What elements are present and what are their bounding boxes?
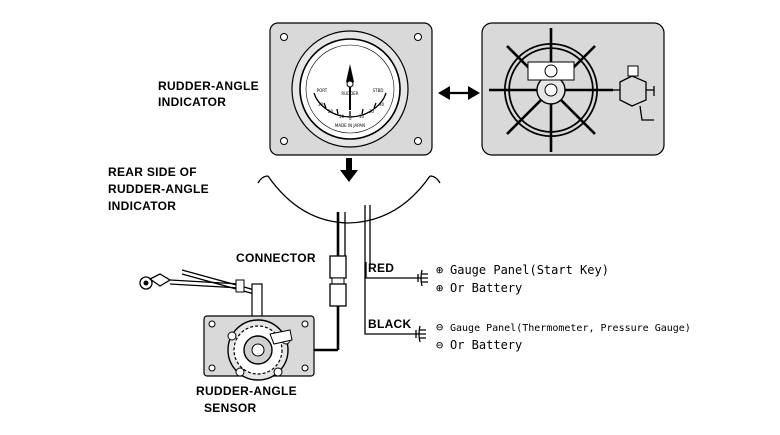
positive-symbol: ⊕ [436, 263, 443, 277]
mount-hole [208, 364, 216, 372]
gauge-dial: RUDDER PORT STBD 30 20 10 0 10 20 30 MAD… [291, 30, 409, 148]
rear-side-label-line3: INDICATOR [108, 199, 176, 213]
connector-label: CONNECTOR [236, 251, 316, 265]
scale-label: 10 [339, 114, 345, 119]
scale-label: 10 [359, 114, 365, 119]
scale-label: 20 [328, 109, 334, 114]
rear-gauge-body [612, 65, 655, 121]
gauge-text-top: RUDDER [341, 91, 358, 96]
negative-symbol-2: ⊖ [436, 338, 443, 352]
sensor-label: RUDDER-ANGLE SENSOR [196, 384, 297, 415]
gauge-text-stbd: STBD [373, 88, 384, 93]
positive-note-line2: Or Battery [450, 281, 522, 295]
black-wire-label: BLACK [368, 317, 412, 331]
mount-hole [208, 320, 216, 328]
rear-side-label: REAR SIDE OF RUDDER-ANGLE INDICATOR [108, 165, 209, 213]
negative-terminal-icon [415, 325, 426, 343]
negative-note: ⊖ Gauge Panel(Thermometer, Pressure Gaug… [436, 320, 691, 352]
mount-hole [414, 137, 422, 145]
mount-hole [280, 137, 288, 145]
down-arrow-icon [340, 158, 358, 182]
mount-hole [414, 33, 422, 41]
sensor-label-line2: SENSOR [204, 401, 257, 415]
rear-side-label-line2: RUDDER-ANGLE [108, 182, 209, 196]
rear-side-outline [257, 175, 441, 224]
indicator-label-line1: RUDDER-ANGLE [158, 79, 259, 93]
gauge-text-port: PORT [317, 88, 328, 93]
indicator-panel: RUDDER PORT STBD 30 20 10 0 10 20 30 MAD… [269, 22, 433, 156]
mount-hole [280, 33, 288, 41]
steering-wheel-icon [489, 28, 613, 152]
rear-side-label-line1: REAR SIDE OF [108, 165, 197, 179]
positive-note-line1: Gauge Panel(Start Key) [450, 263, 609, 277]
positive-note: ⊕ Gauge Panel(Start Key) ⊕ Or Battery [436, 263, 609, 295]
gauge-maker-text: MADE IN JAPAN [335, 123, 365, 128]
sensor-label-line1: RUDDER-ANGLE [196, 384, 297, 398]
gauge-scale: 30 20 10 0 10 20 30 [318, 102, 385, 121]
scale-label: 0 [349, 116, 352, 121]
indicator-label: RUDDER-ANGLE INDICATOR [158, 79, 259, 109]
negative-note-line1: Gauge Panel(Thermometer, Pressure Gauge) [450, 323, 691, 334]
scale-label: 30 [379, 102, 385, 107]
mount-hole [301, 320, 309, 328]
positive-symbol-2: ⊕ [436, 281, 443, 295]
indicator-wires [336, 205, 418, 335]
negative-symbol: ⊖ [436, 320, 443, 334]
connector [296, 255, 347, 352]
mount-hole [301, 364, 309, 372]
positive-terminal-icon [417, 269, 428, 287]
rudder-angle-sensor [139, 269, 315, 381]
gauge-needle [346, 64, 354, 84]
negative-note-line2: Or Battery [450, 338, 522, 352]
scale-label: 20 [369, 109, 375, 114]
double-arrow-icon [438, 86, 480, 100]
scale-label: 30 [318, 102, 324, 107]
red-wire-label: RED [368, 261, 394, 275]
steering-wheel-panel [481, 22, 665, 156]
indicator-label-line2: INDICATOR [158, 95, 226, 109]
